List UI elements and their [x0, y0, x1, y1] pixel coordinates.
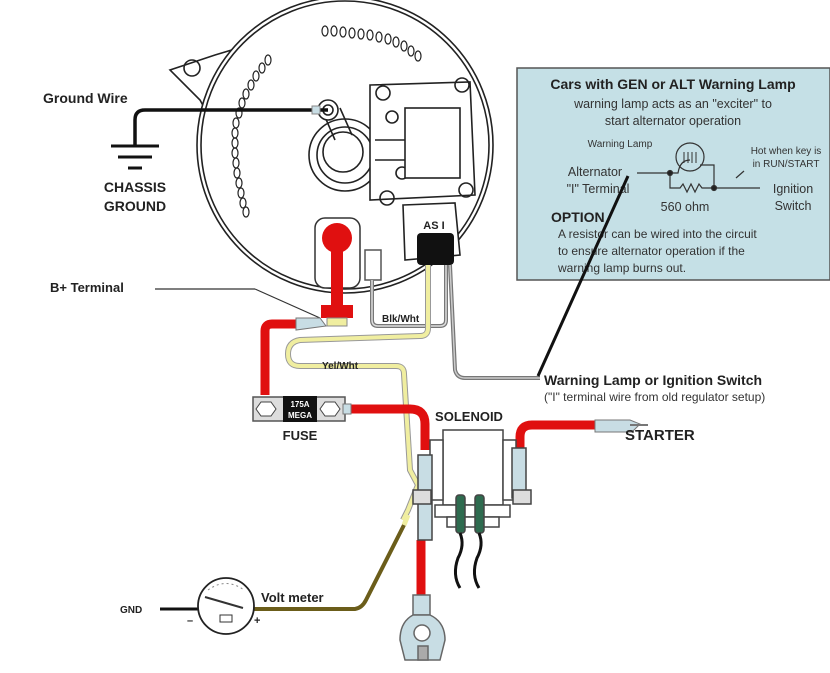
- info-box-subtitle-1: warning lamp acts as an "exciter" to: [573, 97, 772, 111]
- fuse-bolt-left-icon: [255, 401, 277, 417]
- fuse-rating-2: MEGA: [288, 411, 312, 420]
- as-i-connector: AS I: [417, 220, 454, 265]
- hot-when-key-label-2: in RUN/START: [753, 159, 820, 170]
- exciter-schematic: [637, 142, 760, 194]
- plus-sign: +: [254, 615, 260, 627]
- fuse-body: [283, 396, 317, 422]
- chassis-label: CHASSIS: [104, 179, 166, 195]
- warning-lamp-wire: [448, 264, 540, 380]
- gauge-needle: [204, 596, 244, 609]
- vent-holes: [231, 25, 422, 218]
- fuse-label: FUSE: [283, 428, 318, 443]
- alternator-i-terminal-label: "I" Terminal: [567, 182, 630, 196]
- blk-wht-label: Blk/Wht: [382, 314, 420, 325]
- volt-meter-label: Volt meter: [261, 590, 324, 605]
- warning-lamp-icon: [675, 142, 705, 172]
- ground-wire-label: Ground Wire: [43, 90, 128, 106]
- green-boot-2: [474, 494, 485, 534]
- battery-cables: [260, 319, 595, 595]
- ignition-label: Ignition: [773, 182, 813, 196]
- switch-label: Switch: [775, 199, 812, 213]
- green-boot-1: [455, 494, 466, 534]
- voltmeter-gauge: [197, 577, 255, 635]
- option-text-3: warning lamp burns out.: [557, 261, 686, 275]
- option-text-2: to ensure alternator operation if the: [558, 244, 745, 258]
- info-box-subtitle-2: start alternator operation: [605, 114, 741, 128]
- option-title: OPTION: [551, 209, 605, 225]
- b-plus-terminal: [314, 217, 382, 327]
- b-plus-terminal-label: B+ Terminal: [50, 280, 124, 295]
- battery-clamp: [399, 594, 446, 661]
- gnd-label: GND: [120, 605, 142, 616]
- yel-wht-label: Yel/Wht: [322, 361, 359, 372]
- warning-lamp-ignition-label: Warning Lamp or Ignition Switch: [544, 372, 762, 388]
- alternator: [168, 0, 494, 294]
- info-box: Cars with GEN or ALT Warning Lamp warnin…: [516, 67, 830, 281]
- fuse-bolt-right-icon: [319, 401, 341, 417]
- battery-icon: [219, 614, 233, 623]
- hot-when-key-label-1: Hot when key is: [751, 146, 822, 157]
- connector-code-label: AS I: [423, 220, 444, 232]
- voltmeter-wire: [254, 524, 406, 611]
- info-box-background: [516, 67, 830, 281]
- info-box-title: Cars with GEN or ALT Warning Lamp: [550, 76, 795, 92]
- fuse-rating-1: 175A: [290, 400, 309, 409]
- info-pointer-line: [536, 175, 630, 377]
- ground-wire: [111, 105, 328, 170]
- minus-sign: –: [187, 615, 193, 627]
- option-text-1: A resistor can be wired into the circuit: [558, 227, 757, 241]
- solenoid-label: SOLENOID: [435, 409, 503, 424]
- ground-label: GROUND: [104, 198, 166, 214]
- starter-solenoid: [412, 429, 532, 541]
- mega-fuse: 175A MEGA: [252, 396, 352, 422]
- resistor-label: 560 ohm: [661, 200, 710, 214]
- alternator-label: Alternator: [568, 165, 622, 179]
- starter-label: STARTER: [625, 427, 695, 444]
- connector-plug: [417, 233, 454, 265]
- warning-lamp-label: Warning Lamp: [588, 139, 653, 150]
- i-terminal-note: ("I" terminal wire from old regulator se…: [544, 390, 765, 404]
